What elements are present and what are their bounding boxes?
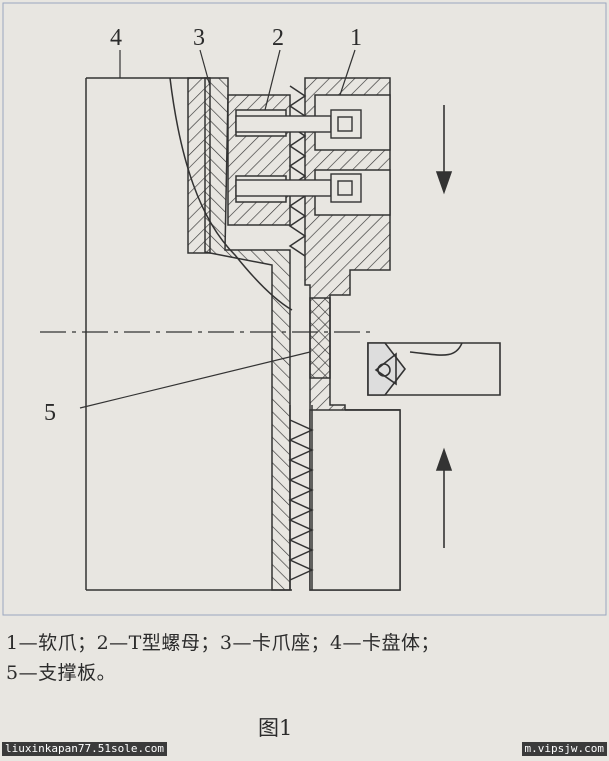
bolt-upper: [235, 109, 362, 139]
arrow-down: [435, 105, 453, 195]
caption-line-2: 5—支撑板。: [6, 662, 117, 684]
leaders-top: [119, 49, 356, 111]
figure-title: 图1: [258, 716, 293, 740]
watermark-left: liuxinkapan77.51sole.com: [2, 742, 167, 756]
outer-border: [2, 2, 607, 616]
jaw-seat: [187, 77, 291, 591]
arrow-up: [435, 447, 453, 548]
technical-drawing: 4 3 2 1 5: [2, 2, 607, 616]
leader-5: [79, 351, 311, 409]
label-3: 3: [193, 25, 205, 51]
caption-line-1: 1—软爪；2—T型螺母；3—卡爪座；4—卡盘体；: [6, 632, 441, 654]
label-5: 5: [44, 400, 56, 426]
bolt-lower: [235, 173, 362, 203]
support-plate: [309, 297, 331, 379]
label-2: 2: [272, 25, 284, 51]
label-1: 1: [350, 25, 362, 51]
serration-upper: [288, 85, 307, 257]
cutting-tool: [367, 342, 501, 396]
t-nut: [227, 94, 291, 226]
serration-lower: [288, 419, 314, 581]
watermark-right: m.vipsjw.com: [521, 742, 607, 756]
label-4: 4: [110, 25, 122, 51]
